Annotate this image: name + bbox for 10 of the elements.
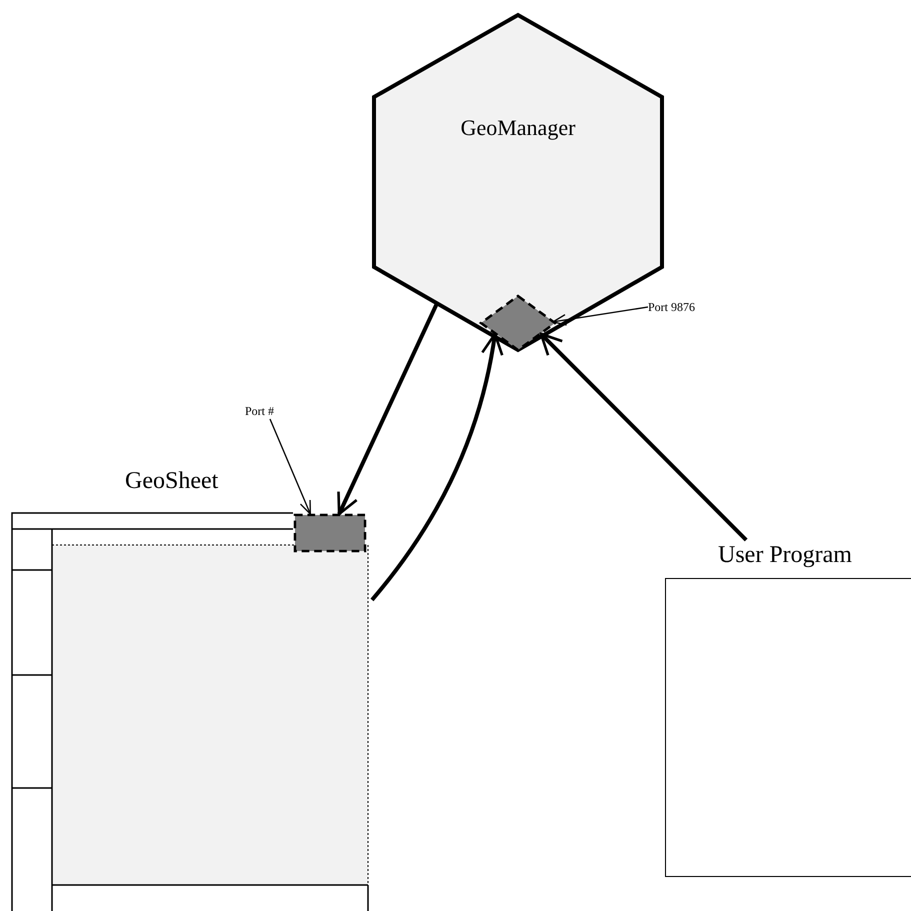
arrow bbox=[540, 332, 748, 542]
leader-line bbox=[552, 306, 648, 326]
leader-line bbox=[269, 418, 311, 515]
window-title: GeoSheet bbox=[125, 467, 218, 496]
port-label: Port 9876 bbox=[648, 299, 696, 315]
program-title: User Program bbox=[718, 541, 852, 570]
arrow bbox=[370, 332, 503, 602]
port-label: Port # bbox=[245, 403, 276, 419]
arrow bbox=[337, 302, 439, 516]
node-label: GeoManager bbox=[460, 115, 576, 141]
